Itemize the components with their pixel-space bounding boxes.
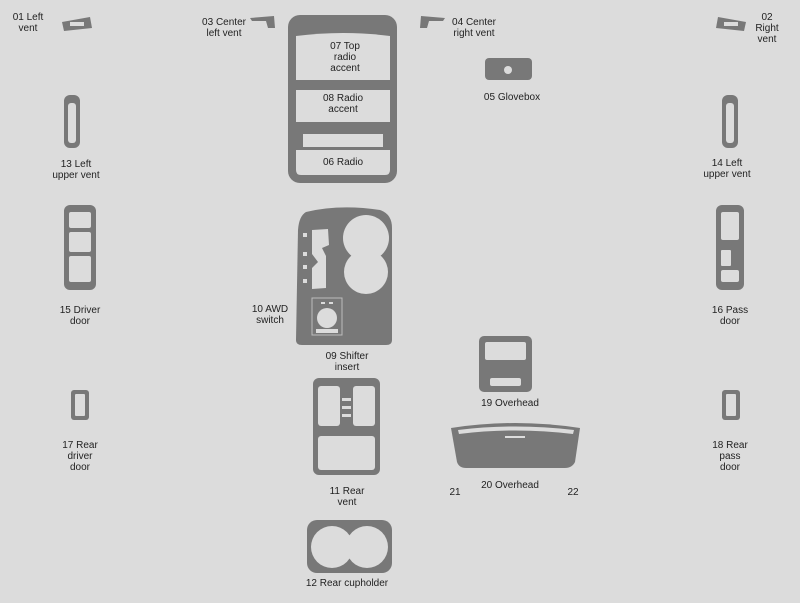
label-08-radio-accent: 08 Radio accent: [322, 93, 364, 115]
part-radio-bezel: [288, 15, 397, 183]
label-02-right-vent: 02 Right vent: [755, 12, 779, 45]
label-22: 22: [567, 487, 579, 498]
part-09-shifter-insert: [296, 207, 392, 345]
label-06-radio: 06 Radio: [322, 157, 364, 168]
label-12-rear-cupholder: 12 Rear cupholder: [305, 578, 389, 589]
label-20-overhead: 20 Overhead: [481, 480, 539, 491]
part-11-rear-vent: [313, 378, 380, 475]
part-19-overhead: [479, 336, 532, 392]
label-15-driver-door: 15 Driver door: [59, 305, 101, 327]
label-04-center-right-vent: 04 Center right vent: [452, 17, 496, 39]
label-01-left-vent: 01 Left vent: [12, 12, 44, 34]
part-20-overhead: [451, 423, 580, 468]
part-18-rear-pass-door: [722, 390, 740, 420]
label-17-rear-driver-door: 17 Rear driver door: [62, 440, 98, 473]
part-17-rear-driver-door: [71, 390, 89, 420]
part-03-center-left-vent: [250, 16, 275, 28]
part-16-pass-door: [716, 205, 744, 290]
label-05-glovebox: 05 Glovebox: [483, 92, 541, 103]
label-19-overhead: 19 Overhead: [481, 398, 539, 409]
label-09-shifter-insert: 09 Shifter insert: [325, 351, 369, 373]
part-05-glovebox: [485, 58, 532, 80]
label-21: 21: [449, 487, 461, 498]
label-10-awd-switch: 10 AWD switch: [251, 304, 289, 326]
label-11-rear-vent: 11 Rear vent: [329, 486, 365, 508]
part-15-driver-door: [64, 205, 96, 290]
label-18-rear-pass-door: 18 Rear pass door: [712, 440, 748, 473]
label-16-pass-door: 16 Pass door: [711, 305, 749, 327]
part-12-rear-cupholder: [307, 520, 392, 573]
label-14-upper-vent: 14 Left upper vent: [703, 158, 751, 180]
label-07-top-radio-accent: 07 Top radio accent: [330, 41, 360, 74]
part-13-left-upper-vent: [64, 95, 80, 148]
part-10-awd-switch: [311, 297, 343, 336]
part-04-center-right-vent: [420, 16, 445, 28]
part-14-upper-vent: [722, 95, 738, 148]
label-13-left-upper-vent: 13 Left upper vent: [52, 159, 100, 181]
label-03-center-left-vent: 03 Center left vent: [202, 17, 246, 39]
